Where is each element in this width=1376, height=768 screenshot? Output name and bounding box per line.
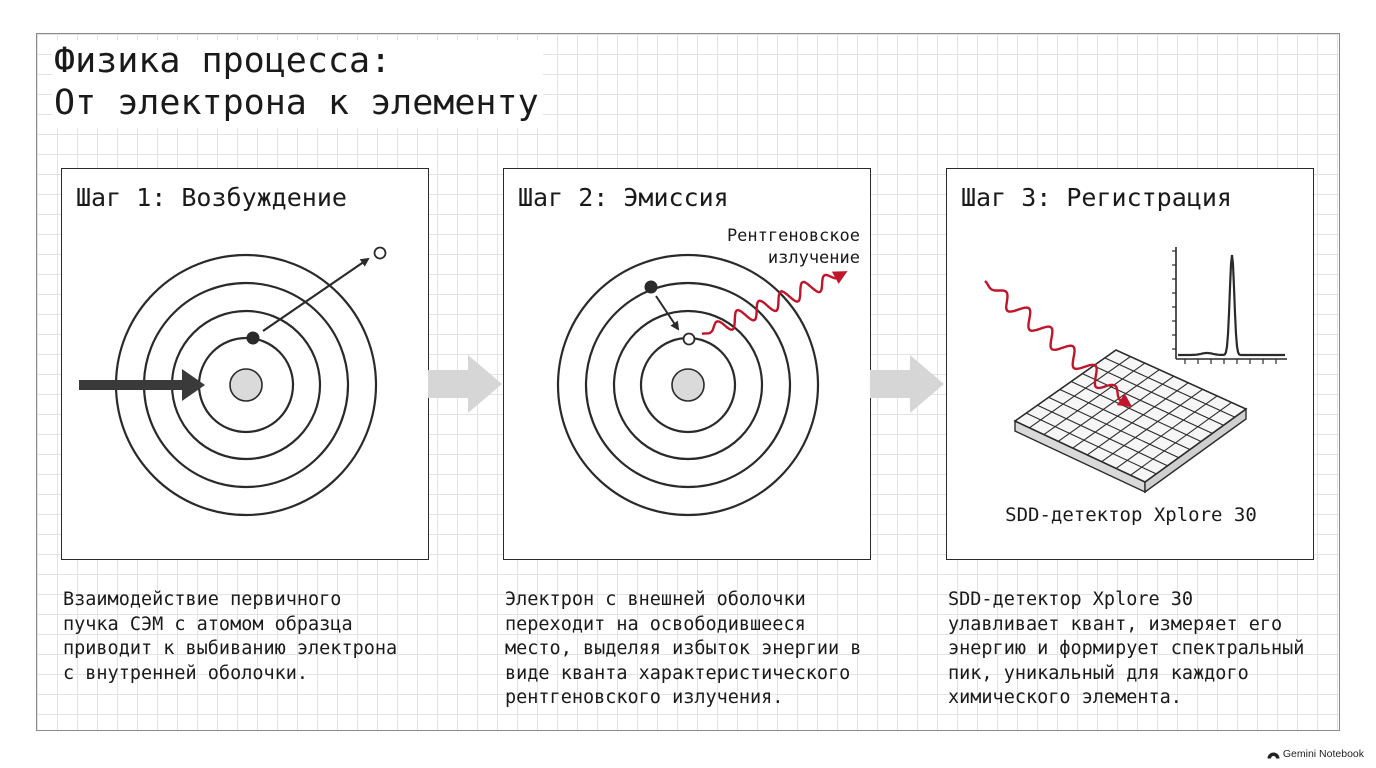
- sdd-detector: [1013, 349, 1248, 494]
- gemini-notebook-logo-icon: [1267, 752, 1280, 758]
- ejected-electron-arrow: [262, 257, 370, 332]
- step-2-description: Электрон с внешней оболочки переходит на…: [505, 589, 862, 708]
- inner-shell-electron: [246, 331, 260, 345]
- excitation-diagram: [79, 246, 387, 517]
- spectral-peak: [1178, 254, 1285, 357]
- radiation-label-line-1: Рентгеновское: [727, 226, 860, 246]
- atom-nucleus: [671, 368, 705, 402]
- primary-beam-arrow: [79, 369, 205, 401]
- step-3-description: SDD-детектор Xplore 30 улавливает квант,…: [948, 589, 1305, 708]
- detector-label: SDD-детектор Xplore 30: [1005, 504, 1257, 526]
- page-title-line-2: От электрона к элементу: [54, 83, 539, 123]
- spectrum-plot: [1172, 247, 1287, 364]
- registration-diagram: SDD-детектор Xplore 30: [984, 247, 1287, 526]
- page-title-line-1: Физика процесса:: [54, 41, 392, 81]
- step-1-title: Шаг 1: Возбуждение: [76, 183, 347, 212]
- step-2-title: Шаг 2: Эмиссия: [518, 183, 729, 212]
- vacancy: [682, 332, 696, 346]
- incoming-x-ray-wave: [984, 280, 1133, 408]
- step-2-panel: Шаг 2: Эмиссия Рентгеновское излучение: [503, 168, 871, 560]
- step-3-title: Шаг 3: Регистрация: [961, 183, 1232, 212]
- brand-watermark: Gemini Notebook: [1267, 748, 1364, 760]
- step-3-panel: Шаг 3: Регистрация SDD-детектор Xplore 3…: [946, 168, 1314, 560]
- x-ray-photon-wave: [701, 271, 848, 336]
- step-2-to-3-arrow: [870, 355, 946, 417]
- emission-diagram: Рентгеновское излучение: [556, 226, 860, 517]
- atom-nucleus: [229, 368, 263, 402]
- transition-arrow: [655, 295, 680, 331]
- step-1-panel: Шаг 1: Возбуждение: [61, 168, 429, 560]
- step-1-to-2-arrow: [428, 355, 504, 417]
- page-title: Физика процесса: От электрона к элементу: [52, 40, 543, 128]
- brand-label: Gemini Notebook: [1282, 748, 1364, 760]
- radiation-label-line-2: излучение: [768, 248, 860, 268]
- atom-orbits: [556, 253, 820, 517]
- ejected-electron: [373, 246, 387, 260]
- step-1-description: Взаимодействие первичного пучка СЭМ с ат…: [63, 589, 398, 684]
- outer-shell-electron: [644, 280, 658, 294]
